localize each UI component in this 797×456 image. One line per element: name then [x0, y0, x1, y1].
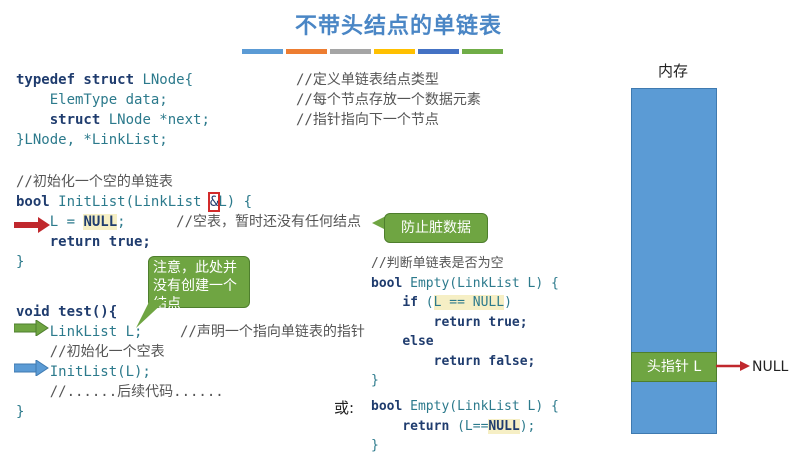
code-text: }LNode, *LinkList; — [16, 132, 168, 148]
test-block: void test(){ LinkList L; //初始化一个空表 InitL… — [16, 302, 224, 422]
code-keyword: return — [402, 418, 450, 434]
code-comment: //每个节点存放一个数据元素 — [296, 92, 481, 108]
empty-block-1: //判断单链表是否为空 bool Empty(LinkList L) { if … — [371, 254, 559, 391]
null-keyword: NULL — [488, 418, 520, 434]
color-bar — [374, 49, 415, 54]
color-bar — [330, 49, 371, 54]
callout-pointer — [372, 216, 386, 230]
code-text: ; — [117, 214, 126, 230]
page-title: 不带头结点的单链表 — [294, 14, 502, 39]
code-text: Empty(LinkList L) { — [410, 275, 559, 291]
null-keyword: NULL — [83, 214, 118, 230]
callout-note-pointer — [136, 300, 166, 328]
code-text: L) { — [218, 194, 253, 210]
color-bar — [286, 49, 327, 54]
code-keyword: return false; — [433, 353, 536, 369]
code-keyword: void test(){ — [16, 304, 118, 320]
code-text: LinkList L; — [49, 324, 143, 340]
null-arrow-icon — [716, 361, 750, 371]
code-text: ElemType data; — [49, 92, 168, 108]
code-text: InitList(L); — [49, 364, 151, 380]
code-comment: //指针指向下一个节点 — [296, 112, 439, 128]
code-comment: //初始化一个空的单链表 — [16, 174, 173, 190]
callout-dirty-data: 防止脏数据 — [384, 213, 488, 243]
blue-arrow-icon — [14, 360, 49, 376]
head-pointer-cell: 头指针 L — [631, 352, 717, 382]
empty-block-2: bool Empty(LinkList L) { return (L==NULL… — [371, 397, 559, 456]
code-keyword: bool — [16, 194, 50, 210]
code-text: LNode{ — [142, 72, 194, 88]
code-text: } — [371, 373, 379, 388]
null-condition: L == NULL — [433, 295, 505, 310]
code-comment: //空表，暂时还没有任何结点 — [176, 214, 362, 230]
code-keyword: bool — [371, 399, 403, 414]
code-keyword: struct — [49, 112, 101, 128]
green-arrow-icon — [14, 320, 49, 336]
code-text: } — [371, 438, 379, 453]
code-comment: //......后续代码...... — [49, 384, 224, 400]
typedef-block: typedef struct LNode{ ElemType data; str… — [16, 70, 210, 150]
color-bar — [462, 49, 503, 54]
code-comment: //初始化一个空表 — [49, 344, 165, 360]
null-label: NULL — [752, 359, 789, 375]
code-text: InitList(LinkList — [58, 194, 202, 210]
color-bar — [418, 49, 459, 54]
code-text: LNode *next; — [108, 112, 210, 128]
code-text: } — [16, 404, 25, 420]
reference-ampersand: & — [207, 192, 221, 212]
code-comment: //判断单链表是否为空 — [371, 256, 504, 271]
code-keyword: else — [402, 334, 434, 349]
code-keyword: return true; — [49, 234, 151, 250]
memory-block — [631, 88, 717, 434]
typedef-comments: //定义单链表结点类型 //每个节点存放一个数据元素 //指针指向下一个节点 — [296, 70, 481, 130]
code-text: ( — [425, 295, 434, 310]
initlist-block: //初始化一个空的单链表 bool InitList(LinkList &L) … — [16, 172, 361, 272]
code-keyword: bool — [371, 275, 403, 291]
code-text: } — [16, 254, 25, 270]
memory-label: 内存 — [657, 62, 688, 80]
code-text: L = — [49, 214, 84, 230]
code-keyword: return true; — [433, 314, 528, 330]
color-bar — [242, 49, 283, 54]
title-color-bars — [242, 49, 503, 54]
code-keyword: typedef struct — [16, 72, 135, 88]
red-arrow-icon — [14, 217, 50, 233]
code-text: ); — [519, 418, 536, 434]
code-keyword: if — [402, 295, 418, 310]
code-text: ) — [504, 295, 512, 310]
code-comment: //定义单链表结点类型 — [296, 72, 439, 88]
code-text: (L== — [457, 418, 489, 434]
code-text: Empty(LinkList L) { — [410, 399, 559, 414]
or-label: 或: — [334, 399, 355, 417]
test-line1-comment: //声明一个指向单链表的指针 — [180, 324, 365, 340]
